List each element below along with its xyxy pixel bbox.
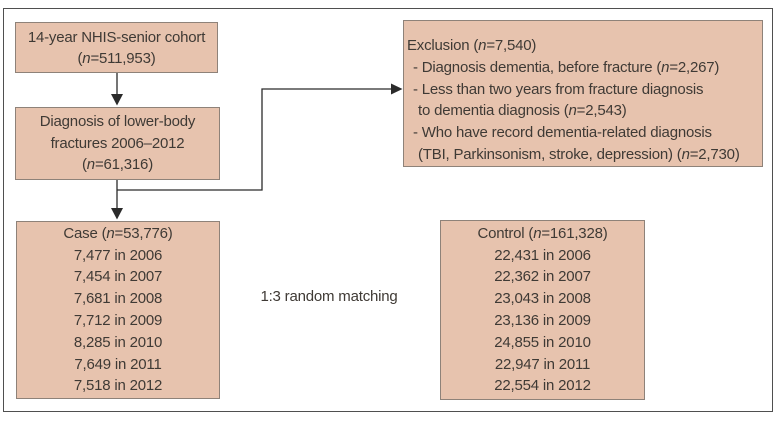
box-control: Control (n=161,328) 22,431 in 2006 22,36… bbox=[440, 220, 645, 400]
exclusion-item-continuation: to dementia diagnosis (n=2,543) bbox=[418, 102, 627, 120]
control-year-row: 22,431 in 2006 bbox=[494, 246, 591, 264]
matching-label: 1:3 random matching bbox=[260, 288, 398, 305]
exclusion-item: - Less than two years from fracture diag… bbox=[413, 80, 704, 98]
control-year-row: 22,554 in 2012 bbox=[494, 377, 591, 395]
exclusion-title: Exclusion (n=7,540) bbox=[407, 37, 537, 54]
control-year-row: 22,947 in 2011 bbox=[494, 355, 591, 373]
case-year-row: 7,649 in 2011 bbox=[74, 355, 162, 373]
control-year-row: 23,136 in 2009 bbox=[494, 312, 591, 329]
box-cohort: 14-year NHIS-senior cohort (n=511,953) bbox=[15, 22, 218, 73]
box-exclusion: Exclusion (n=7,540) - Diagnosis dementia… bbox=[403, 20, 763, 167]
cohort-n: (n=511,953) bbox=[77, 49, 156, 67]
exclusion-item: - Who have record dementia-related diagn… bbox=[413, 124, 712, 142]
control-year-row: 22,362 in 2007 bbox=[494, 268, 591, 286]
control-title: Control (n=161,328) bbox=[477, 224, 608, 242]
case-year-row: 7,681 in 2008 bbox=[73, 290, 163, 308]
case-year-row: 8,285 in 2010 bbox=[73, 333, 163, 351]
box-fracture-diagnosis: Diagnosis of lower-body fractures 2006–2… bbox=[15, 107, 220, 180]
exclusion-item-continuation: (TBI, Parkinsonism, stroke, depression) … bbox=[418, 145, 740, 163]
control-year-row: 24,855 in 2010 bbox=[494, 333, 591, 351]
box-case: Case (n=53,776) 7,477 in 2006 7,454 in 2… bbox=[16, 221, 220, 399]
cohort-line: 14-year NHIS-senior cohort bbox=[27, 28, 206, 46]
case-year-row: 7,477 in 2006 bbox=[73, 246, 163, 264]
case-year-row: 7,518 in 2012 bbox=[73, 377, 163, 395]
case-title: Case (n=53,776) bbox=[63, 224, 173, 242]
case-year-row: 7,712 in 2009 bbox=[73, 312, 163, 329]
exclusion-item: - Diagnosis dementia, before fracture (n… bbox=[413, 58, 720, 76]
fracture-line: Diagnosis of lower-body bbox=[39, 113, 196, 131]
control-year-row: 23,043 in 2008 bbox=[494, 290, 591, 308]
fracture-n: (n=61,316) bbox=[82, 156, 153, 174]
fracture-line: fractures 2006–2012 bbox=[50, 134, 185, 152]
case-year-row: 7,454 in 2007 bbox=[73, 268, 163, 286]
